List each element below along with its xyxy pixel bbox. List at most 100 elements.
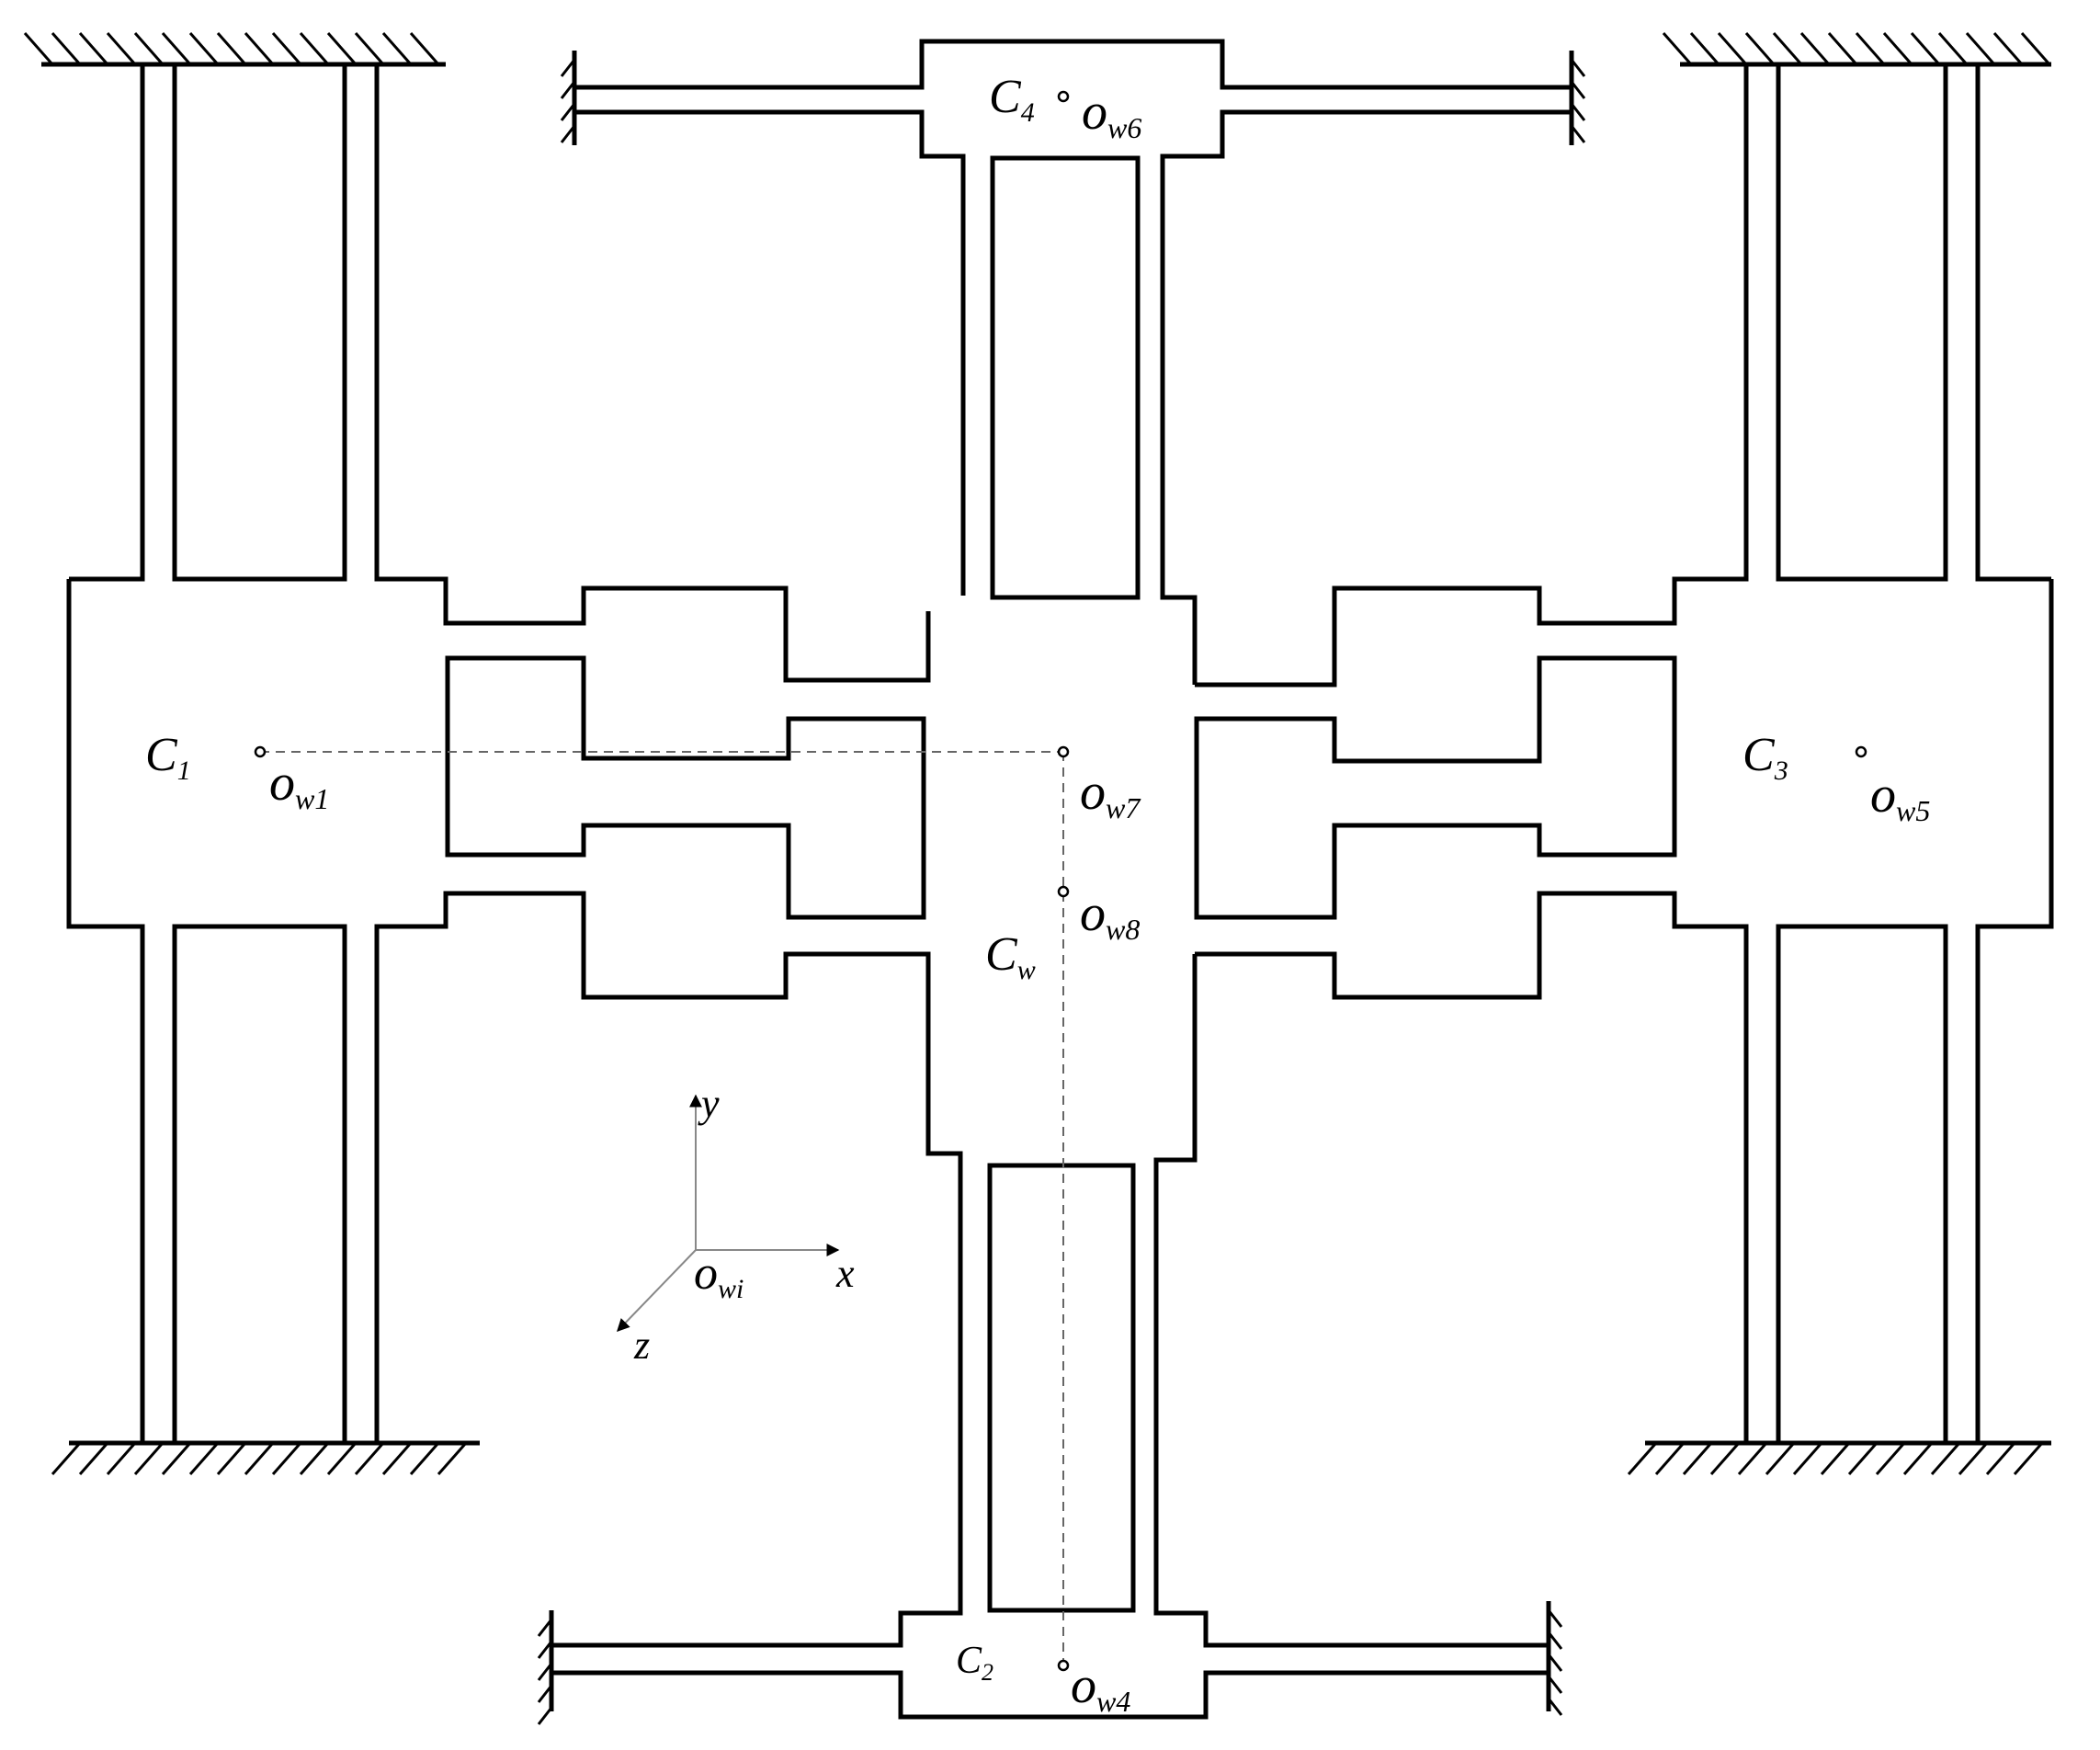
stage-c4-inner-slot xyxy=(990,155,1141,600)
ground-top-right xyxy=(1662,32,2051,67)
ground-hatch-stroke xyxy=(161,32,192,65)
ground-hatch-stroke xyxy=(1627,1442,1658,1475)
ground-hatch-stroke xyxy=(537,1685,553,1703)
ground-hatch-stroke xyxy=(326,1442,358,1475)
ground-hatch-stroke xyxy=(188,1442,220,1475)
ground-hatch-stroke xyxy=(537,1619,553,1637)
ground-hatch-stroke xyxy=(1937,32,1969,65)
ground-bottom-center-right xyxy=(1546,1601,1563,1716)
stage-c1-outline xyxy=(66,64,963,1613)
point-ow5 xyxy=(1855,745,1867,758)
ground-hatch-stroke xyxy=(1547,1698,1563,1716)
ground-hatch-stroke xyxy=(1547,1676,1563,1694)
ground-hatch-stroke xyxy=(1737,1442,1768,1475)
ground-hatch-stroke xyxy=(1930,1442,1961,1475)
stage-c2-outline xyxy=(551,954,1549,1720)
ground-hatch-stroke xyxy=(1965,32,1996,65)
ground-top-center-right xyxy=(1569,51,1586,145)
ground-hatch-stroke xyxy=(1992,32,2024,65)
ground-hatch-stroke xyxy=(537,1663,553,1681)
ground-hatch-stroke xyxy=(1875,1442,1906,1475)
stage-c3-outline xyxy=(1195,64,2054,1443)
stage-c3-inner-slot xyxy=(1194,655,1677,920)
ground-hatch-stroke xyxy=(1792,1442,1823,1475)
ground-hatch-stroke xyxy=(271,1442,302,1475)
ground-hatch-stroke xyxy=(1654,1442,1686,1475)
point-ow7 xyxy=(1057,745,1070,758)
ground-hatch-stroke xyxy=(381,32,413,65)
ground-hatch-stroke xyxy=(1847,1442,1879,1475)
ground-hatch-stroke xyxy=(1717,32,1748,65)
ground-hatch-stroke xyxy=(216,32,247,65)
label-c1: C1 xyxy=(145,729,191,786)
ground-hatch-stroke xyxy=(78,32,109,65)
ground-hatch-stroke xyxy=(244,1442,275,1475)
axis-x-label: x xyxy=(835,1251,855,1296)
ground-hatch-stroke xyxy=(1827,32,1858,65)
ground-hatch-stroke xyxy=(560,103,576,121)
label-ow6: ow6 xyxy=(1082,84,1141,144)
point-ow8 xyxy=(1057,885,1070,898)
ground-hatch-stroke xyxy=(23,32,54,65)
ground-hatch-stroke xyxy=(1682,1442,1713,1475)
label-c2: C2 xyxy=(956,1640,993,1686)
ground-hatch-stroke xyxy=(216,1442,247,1475)
ground-hatch-stroke xyxy=(1547,1609,1563,1628)
stage-c2-inner-slot xyxy=(987,1163,1136,1613)
ground-hatch-stroke xyxy=(1744,32,1776,65)
ground-hatch-stroke xyxy=(51,32,82,65)
ground-hatch-stroke xyxy=(244,32,275,65)
ground-hatch-stroke xyxy=(1689,32,1720,65)
ground-hatch-stroke xyxy=(437,1442,468,1475)
ground-hatch-stroke xyxy=(299,1442,330,1475)
ground-hatch-stroke xyxy=(188,32,220,65)
ground-hatch-stroke xyxy=(354,1442,385,1475)
ground-hatch-stroke xyxy=(1765,1442,1796,1475)
ground-hatch-stroke xyxy=(537,1707,553,1725)
ground-hatch-stroke xyxy=(1570,125,1586,143)
ground-hatch-stroke xyxy=(381,1442,413,1475)
ground-hatch-stroke xyxy=(133,1442,165,1475)
ground-hatch-stroke xyxy=(409,32,440,65)
axis-y-label: y xyxy=(698,1081,720,1126)
ground-hatch-stroke xyxy=(1570,59,1586,77)
stage-c4-outline xyxy=(574,39,1572,685)
ground-hatch-stroke xyxy=(354,32,385,65)
ground-hatch-stroke xyxy=(1958,1442,1989,1475)
point-ow1 xyxy=(254,745,267,758)
ground-bottom-right xyxy=(1627,1440,2051,1475)
ground-top-center-left xyxy=(560,51,577,145)
ground-hatch-stroke xyxy=(1570,81,1586,99)
ground-hatch-stroke xyxy=(1985,1442,2016,1475)
ground-hatch-stroke xyxy=(560,81,576,99)
label-ow1: ow1 xyxy=(269,755,329,815)
ground-hatch-stroke xyxy=(537,1641,553,1659)
point-ow6 xyxy=(1057,90,1070,103)
ground-top-left xyxy=(23,32,446,67)
ground-hatch-stroke xyxy=(2020,32,2051,65)
ground-hatch-stroke xyxy=(133,32,165,65)
ground-hatch-stroke xyxy=(1547,1631,1563,1650)
ground-hatch-stroke xyxy=(106,1442,137,1475)
ground-hatch-stroke xyxy=(1547,1653,1563,1672)
label-ow7: ow7 xyxy=(1080,764,1141,824)
stage-c1-inner-slot xyxy=(445,655,926,920)
ground-hatch-stroke xyxy=(1855,32,1886,65)
label-owi: owi xyxy=(694,1247,744,1304)
ground-hatch-stroke xyxy=(1799,32,1831,65)
label-c4: C4 xyxy=(989,71,1035,128)
ground-bottom-center-left xyxy=(537,1610,554,1725)
axis-z-line xyxy=(617,1249,697,1333)
ground-hatch-stroke xyxy=(1570,103,1586,121)
ground-hatch-stroke xyxy=(2013,1442,2044,1475)
ground-hatch-stroke xyxy=(78,1442,109,1475)
label-ow5: ow5 xyxy=(1870,767,1930,827)
ground-hatch-stroke xyxy=(271,32,302,65)
ground-hatch-stroke xyxy=(560,59,576,77)
label-c3: C3 xyxy=(1742,729,1788,786)
label-ow8: ow8 xyxy=(1080,885,1140,946)
ground-hatch-stroke xyxy=(299,32,330,65)
ground-bottom-left xyxy=(51,1440,480,1475)
